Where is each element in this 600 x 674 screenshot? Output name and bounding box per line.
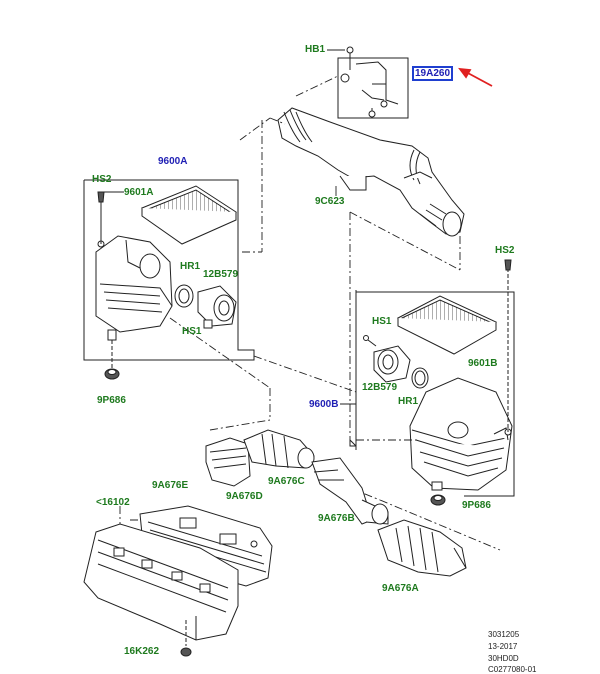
label-9c623: 9C623 xyxy=(315,196,345,207)
bolt-hs2-right xyxy=(504,259,512,271)
bracket-19a260 xyxy=(327,46,409,119)
filter-element-9601a xyxy=(140,185,238,245)
label-hs2-left: HS2 xyxy=(92,174,112,185)
label-9a676b: 9A676B xyxy=(318,513,355,524)
label-hb1: HB1 xyxy=(305,44,326,55)
label-9601b: 9601B xyxy=(468,358,498,369)
label-hs1-right: HS1 xyxy=(372,316,392,327)
highlight-arrow xyxy=(458,67,493,87)
reference-code-1: 3031205 xyxy=(488,630,520,639)
duct-9a676c xyxy=(243,429,315,469)
reference-code-4: C0277080-01 xyxy=(488,665,537,674)
label-16k262: 16K262 xyxy=(124,646,160,657)
duct-leader-lines xyxy=(239,75,461,440)
airbox-housing-right xyxy=(409,268,513,491)
label-12b579-right: 12B579 xyxy=(362,382,398,393)
label-hr1-left: HR1 xyxy=(180,261,201,272)
bolt-9p686-right xyxy=(430,494,446,506)
label-16102: <16102 xyxy=(96,497,130,508)
label-hs2-right: HS2 xyxy=(495,245,515,256)
reference-code-2: 13-2017 xyxy=(488,642,518,651)
intake-duct-9c623 xyxy=(277,107,465,237)
duct-9a676a xyxy=(377,519,467,577)
clip-16k262 xyxy=(180,620,192,657)
panel-16102 xyxy=(83,523,239,641)
label-hs1-left: HS1 xyxy=(182,326,202,337)
label-9a676e: 9A676E xyxy=(152,480,189,491)
label-9a676d: 9A676D xyxy=(226,491,263,502)
bolt-hs2-left xyxy=(97,191,105,203)
label-9600a: 9600A xyxy=(158,156,188,167)
maf-sensor-right xyxy=(363,335,429,389)
label-12b579-left: 12B579 xyxy=(203,269,239,280)
label-9601a: 9601A xyxy=(124,187,154,198)
airbox-assembly-9600a xyxy=(83,179,255,361)
airbox-housing-left xyxy=(95,200,173,341)
label-9a676a: 9A676A xyxy=(382,583,419,594)
label-19a260-highlighted: 19A260 xyxy=(412,66,454,81)
label-9p686-right: 9P686 xyxy=(462,500,491,511)
reference-code-3: 30HD0D xyxy=(488,654,519,663)
label-9p686-left: 9P686 xyxy=(97,395,126,406)
label-9a676c: 9A676C xyxy=(268,476,305,487)
filter-element-9601b xyxy=(396,295,498,355)
airbox-assembly-9600b xyxy=(340,290,515,497)
label-hr1-right: HR1 xyxy=(398,396,419,407)
label-9600b: 9600B xyxy=(309,399,339,410)
duct-9a676d xyxy=(205,437,251,487)
bolt-9p686-left xyxy=(104,340,120,380)
maf-sensor-left xyxy=(174,284,237,329)
duct-9a676b xyxy=(311,457,389,525)
